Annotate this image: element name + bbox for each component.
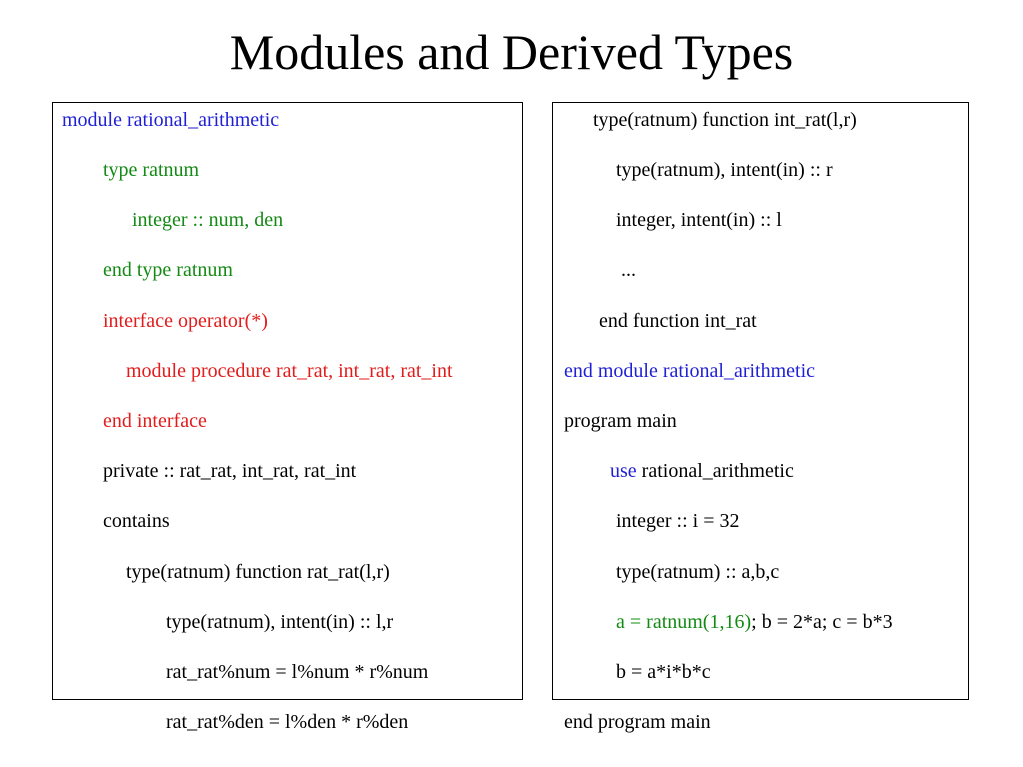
code-token: ; b = 2*a; c = b*3 <box>751 611 893 633</box>
code-token: end interface <box>103 410 207 432</box>
code-token: type(ratnum) function int_rat(l,r) <box>593 109 857 131</box>
code-line: module procedure rat_rat, int_rat, rat_i… <box>126 359 453 383</box>
code-line: integer :: i = 32 <box>616 509 739 533</box>
code-line: end type ratnum <box>103 258 233 282</box>
code-line: type(ratnum) :: a,b,c <box>616 560 779 584</box>
right-code-box <box>552 102 969 700</box>
code-line: type(ratnum), intent(in) :: l,r <box>166 610 393 634</box>
left-code-box <box>52 102 523 700</box>
code-token: module procedure rat_rat, int_rat, rat_i… <box>126 360 453 382</box>
code-line: a = ratnum(1,16); b = 2*a; c = b*3 <box>616 610 893 634</box>
code-line: type ratnum <box>103 158 199 182</box>
code-line: type(ratnum), intent(in) :: r <box>616 158 833 182</box>
code-token: type(ratnum), intent(in) :: l,r <box>166 611 394 633</box>
code-line: end module rational_arithmetic <box>564 359 815 383</box>
code-token: rational_arithmetic <box>636 460 794 482</box>
code-line: interface operator(*) <box>103 309 268 333</box>
code-token: contains <box>103 510 170 532</box>
code-token: module rational_arithmetic <box>62 109 280 131</box>
code-token: integer, intent(in) :: l <box>616 209 782 231</box>
code-token: type(ratnum), intent(in) :: r <box>616 159 833 181</box>
code-token: integer :: num, den <box>132 209 284 231</box>
code-line: private :: rat_rat, int_rat, rat_int <box>103 459 356 483</box>
code-line: rat_rat%den = l%den * r%den <box>166 710 408 734</box>
code-token: end program main <box>564 711 711 733</box>
code-line: integer :: num, den <box>132 208 283 232</box>
code-token: rat_rat%den = l%den * r%den <box>166 711 409 733</box>
code-token: type(ratnum) :: a,b,c <box>616 561 780 583</box>
code-token: use <box>610 460 637 482</box>
code-token: private :: rat_rat, int_rat, rat_int <box>103 460 357 482</box>
code-token: b = a*i*b*c <box>616 661 711 683</box>
code-line: module rational_arithmetic <box>62 108 279 132</box>
code-line: integer, intent(in) :: l <box>616 208 782 232</box>
code-token: end module rational_arithmetic <box>564 360 816 382</box>
code-token: ... <box>621 259 636 281</box>
code-token: integer :: i = 32 <box>616 510 740 532</box>
slide-title: Modules and Derived Types <box>229 24 794 80</box>
code-line: type(ratnum) function rat_rat(l,r) <box>126 560 390 584</box>
code-token: interface operator(*) <box>103 310 268 332</box>
code-token: type(ratnum) function rat_rat(l,r) <box>126 561 390 583</box>
code-line: type(ratnum) function int_rat(l,r) <box>593 108 857 132</box>
code-line: end function int_rat <box>599 309 757 333</box>
code-line: program main <box>564 409 677 433</box>
code-line: end interface <box>103 409 207 433</box>
code-token: a = ratnum(1,16) <box>616 611 752 633</box>
code-line: rat_rat%num = l%num * r%num <box>166 660 428 684</box>
code-token: type ratnum <box>103 159 200 181</box>
code-line: b = a*i*b*c <box>616 660 711 684</box>
code-line: ... <box>621 258 636 282</box>
code-line: use rational_arithmetic <box>610 459 794 483</box>
code-token: end type ratnum <box>103 259 233 281</box>
code-token: rat_rat%num = l%num * r%num <box>166 661 429 683</box>
code-token: program main <box>564 410 677 432</box>
code-line: contains <box>103 509 170 533</box>
code-line: end program main <box>564 710 711 734</box>
code-token: end function int_rat <box>599 310 757 332</box>
